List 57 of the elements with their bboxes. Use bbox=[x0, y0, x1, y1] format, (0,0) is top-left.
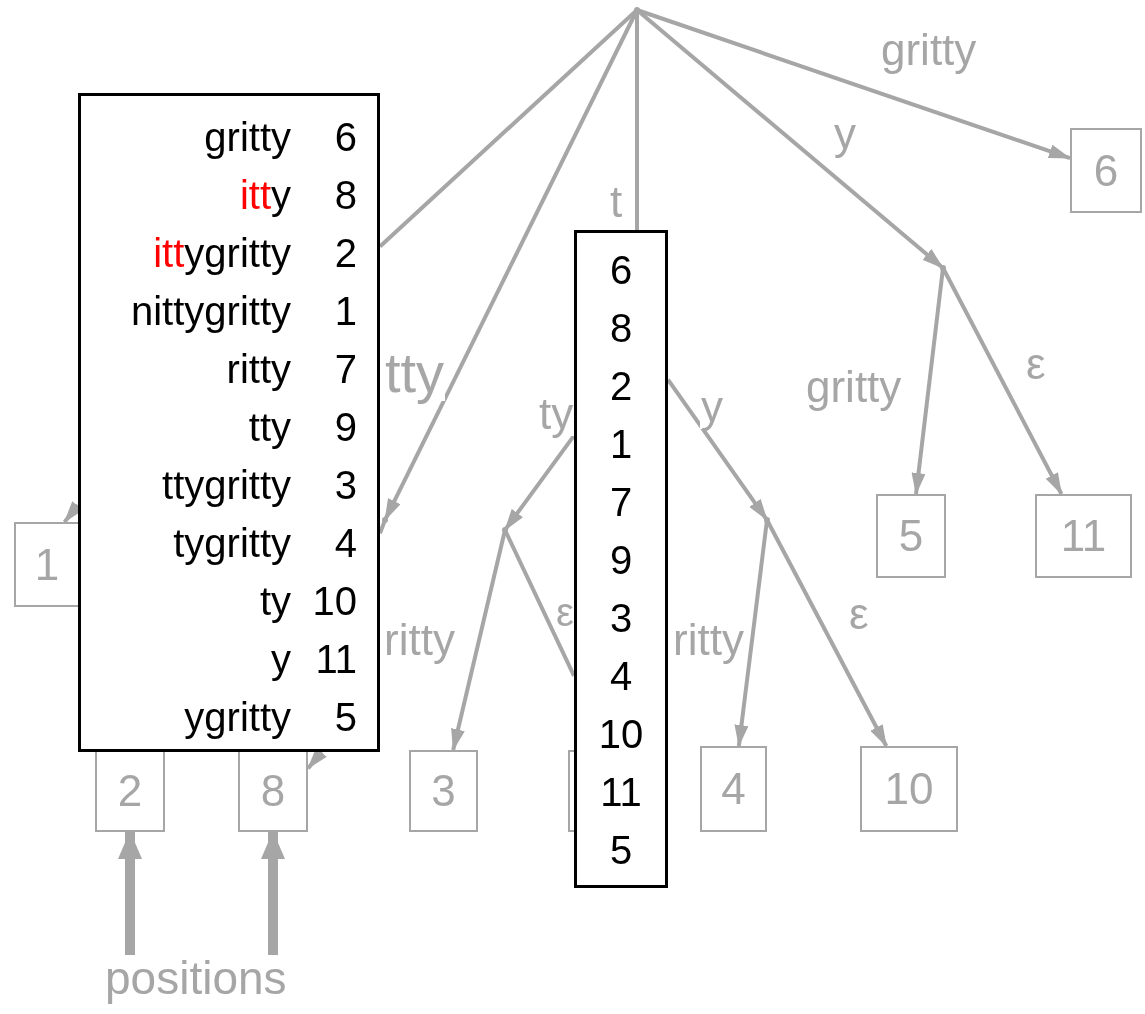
suffix-array bbox=[574, 230, 668, 888]
position-number: 4 bbox=[334, 523, 357, 563]
position-number: 8 bbox=[334, 175, 357, 215]
position-number: 8 bbox=[609, 305, 633, 352]
leaf-box: 2 bbox=[95, 750, 165, 832]
branch-point bbox=[502, 527, 508, 533]
position-number: 7 bbox=[334, 349, 357, 389]
position-number: 2 bbox=[609, 363, 633, 410]
suffix-table bbox=[78, 93, 380, 752]
suffix-text: gritty bbox=[204, 117, 291, 157]
position-number: 6 bbox=[609, 247, 633, 294]
branch-point bbox=[940, 265, 946, 271]
leaf-box: 8 bbox=[238, 750, 308, 832]
branch-point bbox=[634, 7, 640, 13]
leaf-box bbox=[568, 750, 575, 832]
branch-point bbox=[764, 517, 770, 523]
position-number: 10 bbox=[598, 711, 644, 758]
position-number: 2 bbox=[334, 233, 357, 273]
arrow bbox=[765, 519, 889, 747]
connector-line bbox=[635, 10, 639, 230]
arrow bbox=[666, 378, 769, 522]
position-number: 11 bbox=[315, 639, 357, 679]
arrow bbox=[503, 434, 576, 532]
suffix-text: itty bbox=[239, 175, 291, 215]
suffix-text: ittygritty bbox=[153, 233, 291, 273]
position-number: 3 bbox=[334, 465, 357, 505]
position-number: 1 bbox=[609, 421, 633, 468]
leaf-box: 3 bbox=[409, 750, 478, 832]
suffix-text: ygritty bbox=[184, 697, 291, 737]
position-number: 5 bbox=[609, 827, 633, 874]
position-number: 9 bbox=[334, 407, 357, 447]
suffix-text: ty bbox=[259, 581, 291, 621]
position-number: 5 bbox=[334, 697, 357, 737]
position-number: 1 bbox=[334, 291, 357, 331]
suffix-text: y bbox=[271, 639, 291, 679]
position-number: 7 bbox=[609, 479, 633, 526]
suffix-text: tygritty bbox=[173, 523, 291, 563]
leaf-box: 11 bbox=[1035, 494, 1132, 578]
leaf-box: 1 bbox=[14, 522, 80, 607]
leaf-box: 4 bbox=[700, 746, 767, 832]
suffix-text: tty bbox=[248, 407, 291, 447]
suffix-text: ritty bbox=[226, 349, 291, 389]
branch-point bbox=[382, 517, 388, 523]
arrow bbox=[941, 267, 1064, 495]
leaf-box: 5 bbox=[876, 494, 946, 578]
position-number: 4 bbox=[609, 653, 633, 700]
position-number: 3 bbox=[609, 595, 633, 642]
leaf-box: 6 bbox=[1070, 128, 1142, 213]
leaf-box: 10 bbox=[860, 746, 958, 832]
position-number: 11 bbox=[600, 769, 642, 816]
suffix-text: nittygritty bbox=[130, 291, 291, 331]
arrow bbox=[261, 831, 285, 955]
arrow bbox=[118, 831, 142, 955]
position-number: 10 bbox=[312, 581, 357, 621]
position-number: 6 bbox=[334, 117, 357, 157]
suffix-text: ttygritty bbox=[162, 465, 291, 505]
position-number: 9 bbox=[609, 537, 633, 584]
